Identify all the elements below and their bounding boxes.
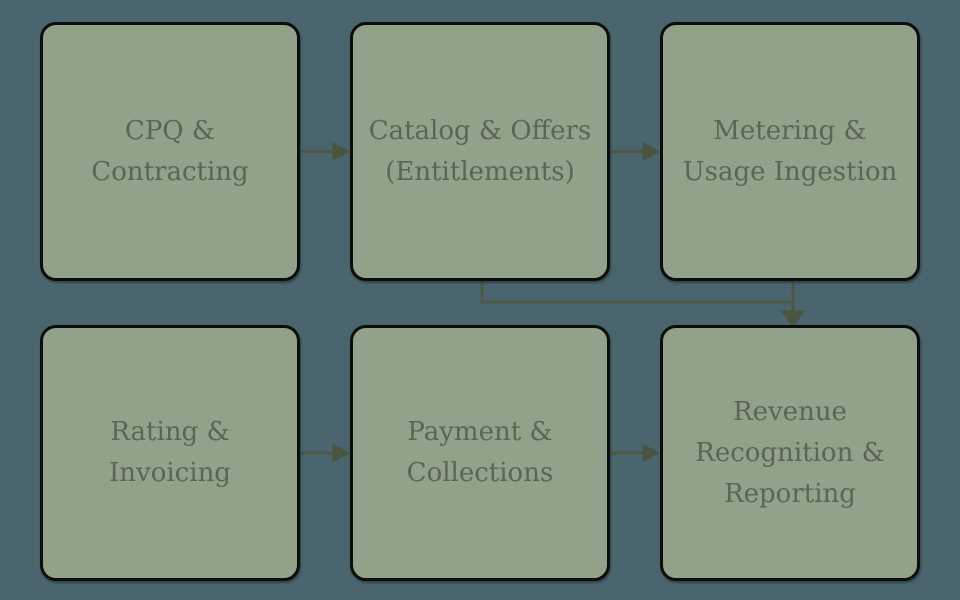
edge-catalog-to-revenue [480,281,793,304]
arrowhead-cpq-to-catalog-icon [332,142,351,161]
node-label: Metering & Usage Ingestion [682,115,898,187]
node-label: CPQ & Contracting [91,115,249,187]
node-rating-invoicing: Rating & Invoicing [40,325,300,581]
node-label: Payment & Collections [406,417,554,488]
node-cpq-contracting: CPQ & Contracting [40,22,300,281]
node-metering-usage-ingestion: Metering & Usage Ingestion [660,22,920,281]
node-label: Rating & Invoicing [109,417,231,488]
node-revenue-recognition-reporting: Revenue Recognition & Reporting [660,325,920,581]
node-label: Revenue Recognition & Reporting [695,396,885,509]
arrowhead-catalog-to-metering-icon [642,142,661,161]
node-catalog-offers: Catalog & Offers (Entitlements) [350,22,610,281]
node-label: Catalog & Offers (Entitlements) [368,115,592,187]
arrowhead-payment-to-revenue-icon [642,443,661,463]
node-payment-collections: Payment & Collections [350,325,610,581]
arrowhead-rating-to-payment-icon [332,443,351,463]
